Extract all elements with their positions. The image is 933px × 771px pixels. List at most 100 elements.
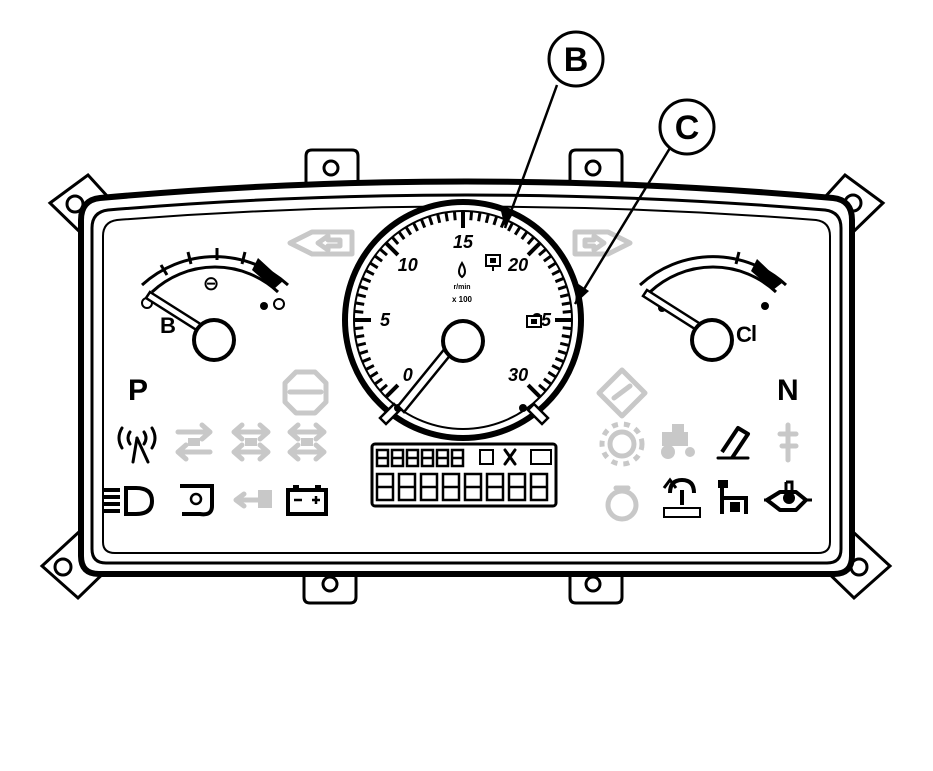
tachometer-tick: [358, 284, 369, 291]
differential-lock-icon-2: [231, 422, 271, 462]
tachometer-tick: [373, 377, 383, 386]
tachometer-tick: [444, 212, 449, 222]
tachometer-tick: [356, 341, 367, 347]
callout-b: B: [500, 30, 605, 229]
tachometer-tick: [526, 383, 542, 399]
tachometer-tick: [379, 383, 388, 392]
tachometer-tick: [384, 383, 400, 399]
tachometer-tick: [557, 284, 568, 291]
tachometer-tick: [538, 383, 547, 392]
tachometer-tick: [513, 226, 522, 236]
radio-antenna-icon: [117, 426, 157, 464]
tachometer-scale-label: 0: [403, 365, 413, 385]
tachometer-ticks: [354, 211, 572, 399]
tachometer-tick: [559, 341, 570, 347]
tach-unit-line1: r/min: [453, 284, 470, 291]
park-indicator: P: [128, 374, 148, 407]
tachometer-tick: [365, 269, 375, 276]
right-turn-signal-icon: [572, 229, 633, 257]
tachometer-tick: [369, 370, 379, 379]
headlight-icon: [104, 486, 155, 516]
tachometer-tick: [561, 301, 571, 306]
lcd-digit-cell: [450, 448, 465, 468]
tachometer-tick: [557, 349, 568, 356]
tachometer-tick: [554, 356, 565, 364]
lcd-digit-cell: [507, 472, 527, 502]
tachometer-tick: [355, 301, 365, 306]
tachometer-scale-label: 5: [380, 310, 391, 330]
tachometer-tick: [391, 236, 400, 245]
tachometer-tick: [419, 218, 427, 229]
tachometer-scale-label: 20: [507, 255, 528, 275]
tachometer-tick: [358, 349, 369, 356]
tachometer-tick: [427, 215, 434, 226]
tachometer-tick: [538, 248, 547, 257]
lcd-digit-cell: [441, 472, 461, 502]
neutral-indicator: N: [777, 374, 799, 407]
tachometer-tick: [397, 230, 406, 240]
lcd-digit-cell: [390, 448, 405, 468]
tachometer-tick: [361, 276, 372, 284]
oil-pressure-icon: [764, 480, 812, 512]
tachometer-tick: [551, 364, 561, 371]
tachometer-tick: [354, 309, 364, 314]
tachometer-tick: [355, 334, 365, 339]
tachometer-tick: [526, 241, 542, 257]
park-brake-icon: [718, 480, 748, 514]
tachometer-tick: [452, 211, 457, 221]
tachometer-tick: [551, 269, 561, 276]
lcd-upper-digits: [375, 448, 465, 468]
temperature-gauge-hub: [690, 318, 734, 362]
callout-c-label: C: [675, 109, 700, 147]
lcd-digit-cell: [529, 472, 549, 502]
tachometer-tick: [562, 326, 572, 331]
lcd-digit-cell: [419, 472, 439, 502]
mounting-tab-bottom-center-right: [568, 570, 624, 605]
tachometer-tick: [365, 364, 375, 371]
tachometer-tick: [562, 309, 572, 314]
lcd-digit-cell: [397, 472, 417, 502]
left-turn-signal-icon: [287, 229, 355, 257]
lcd-digit-cell: [463, 472, 483, 502]
tachometer-tick: [412, 222, 419, 232]
implement-lift-icon: [716, 426, 750, 460]
glow-plug-icon: [662, 477, 701, 518]
engine-malfunction-icon: [233, 490, 272, 509]
lcd-digit-cell: [405, 448, 420, 468]
lcd-hours-icon: [530, 449, 552, 465]
fuel-gauge-hub: [192, 318, 236, 362]
tachometer-tick: [561, 334, 571, 339]
tachometer-tick: [543, 377, 553, 386]
tachometer-tick: [492, 215, 499, 226]
tractor-icon: [661, 424, 695, 459]
tachometer-tick: [526, 236, 535, 245]
lcd-digit-cell: [485, 472, 505, 502]
tachometer: 051015202530 r/min x 100: [342, 199, 584, 441]
tach-unit-line2: x 100: [452, 295, 473, 304]
callout-c: C: [573, 98, 716, 305]
tachometer-tick: [554, 276, 565, 284]
tachometer-tick: [520, 230, 529, 240]
fuel-gauge: ⊖ B: [140, 248, 290, 362]
hydraulic-filter-icon: [180, 484, 214, 517]
temperature-gauge: C: [638, 251, 788, 362]
tach-drop-icon: [458, 261, 466, 279]
tachometer-scale-label: 10: [398, 255, 418, 275]
tachometer-tick: [477, 212, 482, 222]
mounting-tab-bottom-center-left: [302, 570, 358, 605]
diamond-warning-icon: [596, 367, 648, 419]
fuel-full-ring: [273, 298, 285, 310]
tachometer-tick: [369, 261, 379, 270]
lcd-digit-cell: [375, 472, 395, 502]
differential-lock-icon-1: [175, 422, 213, 462]
lcd-digit-cell: [420, 448, 435, 468]
temp-hot-dot: [761, 302, 769, 310]
tachometer-tick: [547, 370, 557, 379]
tachometer-tick: [373, 254, 383, 263]
tachometer-tick: [507, 222, 514, 232]
lcd-lower-digits: [375, 472, 549, 502]
tachometer-tick: [436, 213, 442, 224]
tach-marker-icon-upper: [485, 254, 501, 271]
seat-icon: [777, 422, 799, 463]
